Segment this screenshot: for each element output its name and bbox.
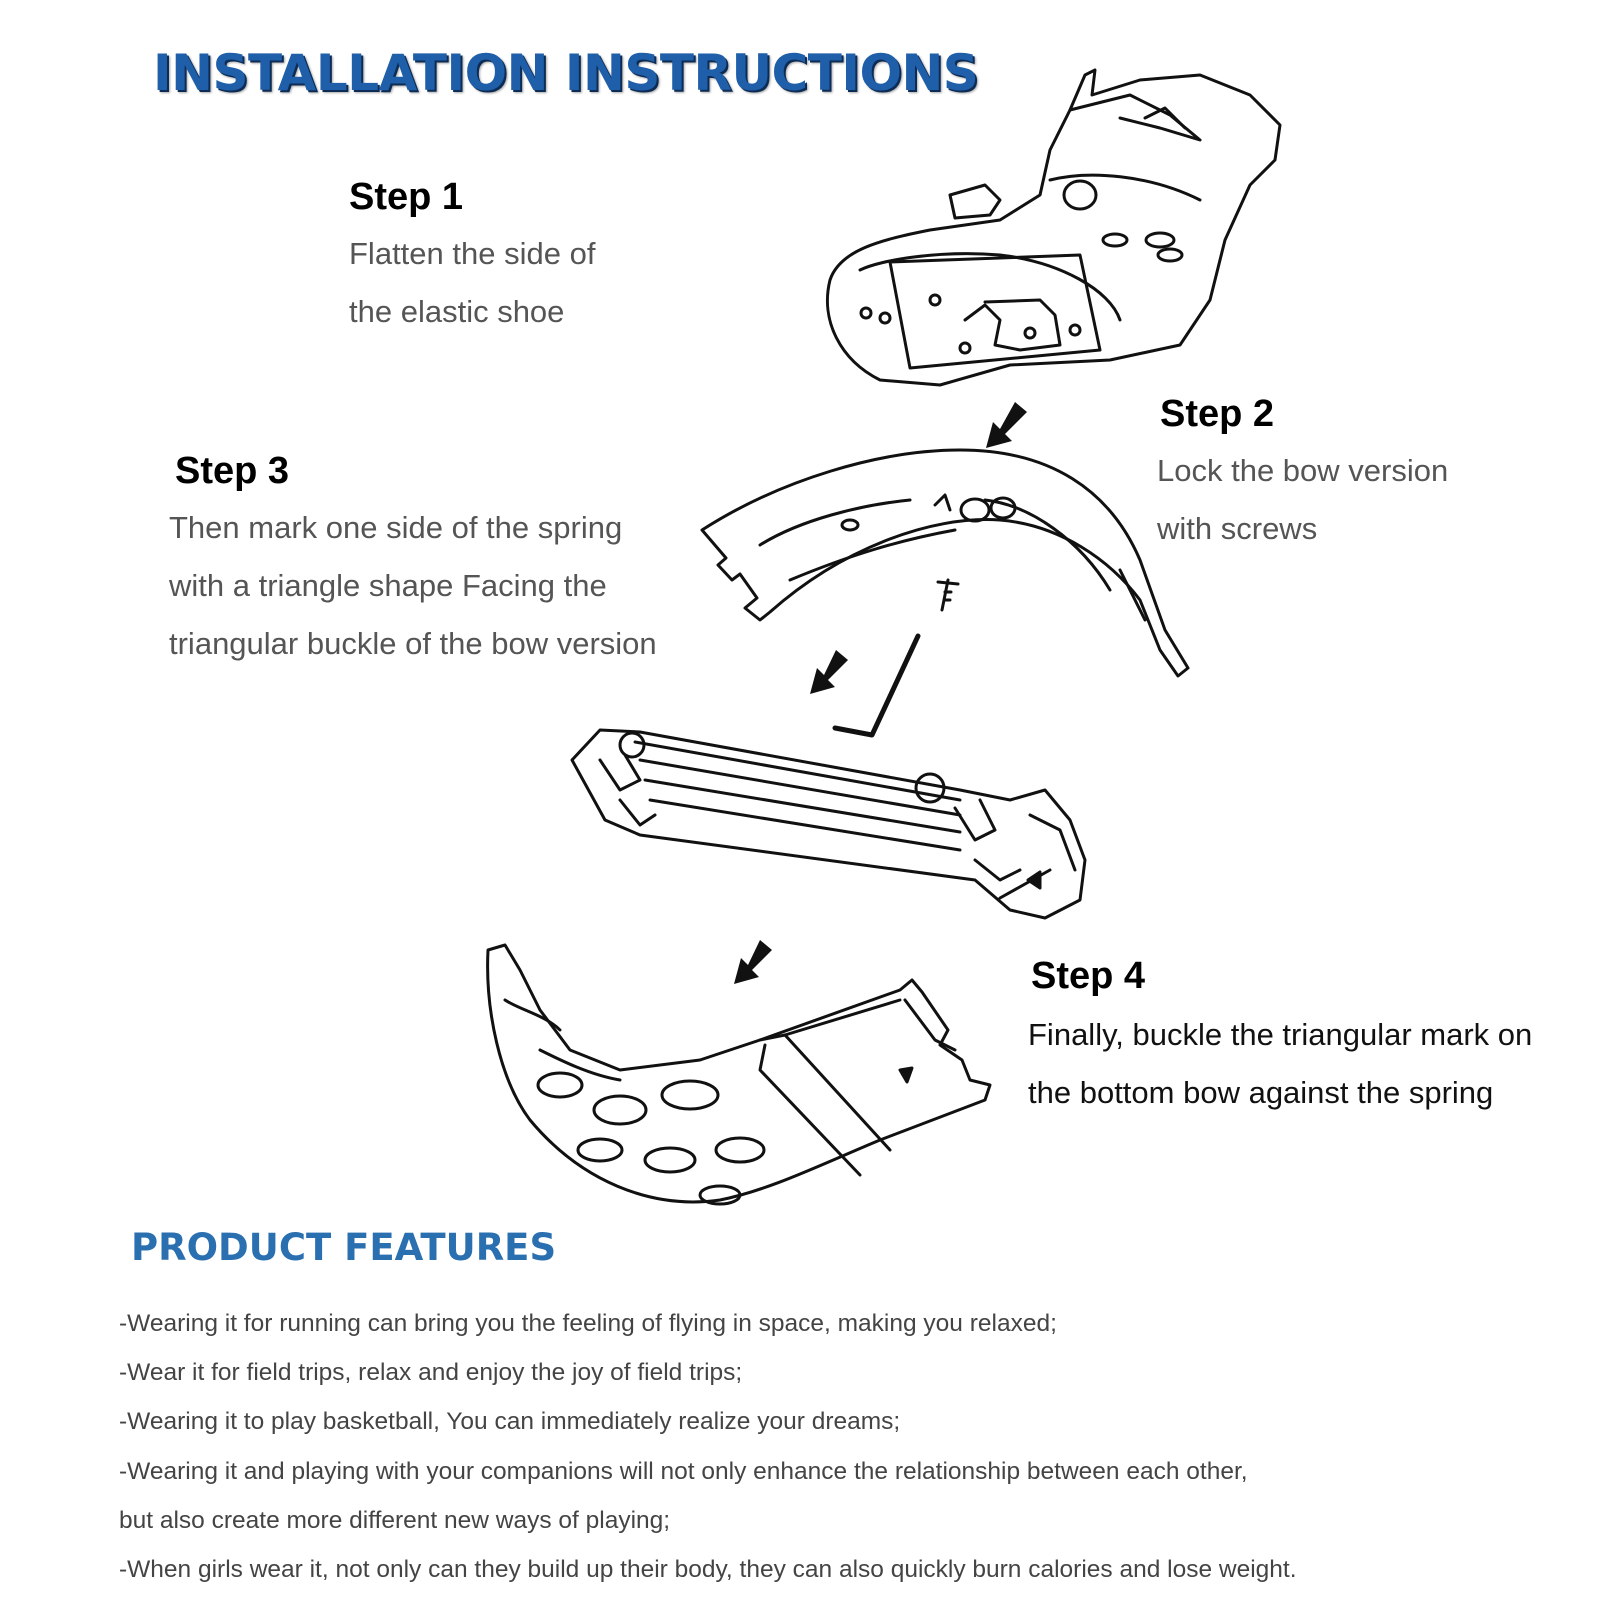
bottom-bow-illustration — [486, 943, 992, 1206]
step-2-line-1: Lock the bow version — [1157, 453, 1449, 488]
hex-key-icon — [832, 633, 921, 738]
step-2-title: Step 2 — [1160, 393, 1275, 435]
spring-illustration — [570, 728, 1087, 920]
step-2-line-2: with screws — [1157, 511, 1318, 546]
step-4: Step 4 Finally, buckle the triangular ma… — [1028, 955, 1533, 1122]
down-arrow-icon — [810, 650, 848, 694]
page-title: INSTALLATION INSTRUCTIONS — [153, 44, 979, 102]
upper-bow-illustration — [700, 448, 1190, 678]
step-1: Step 1 Flatten the side of the elastic s… — [349, 176, 595, 341]
step-2: Step 2 Lock the bow version with screws — [1157, 393, 1449, 558]
step-4-line-1: Finally, buckle the triangular mark on — [1028, 1017, 1533, 1052]
step-1-title: Step 1 — [349, 176, 464, 218]
step-3: Step 3 Then mark one side of the spring … — [169, 450, 657, 673]
shoe-illustration — [825, 68, 1282, 387]
step-4-line-2: the bottom bow against the spring — [1028, 1075, 1494, 1110]
step-3-line-1: Then mark one side of the spring — [169, 510, 623, 545]
down-arrow-icon — [986, 402, 1027, 448]
down-arrow-icon — [734, 940, 772, 984]
step-3-line-2: with a triangle shape Facing the — [169, 568, 607, 603]
feature-line-3: -Wearing it to play basketball, You can … — [119, 1408, 901, 1435]
feature-line-5: but also create more different new ways … — [119, 1507, 671, 1534]
screw-icon — [936, 578, 960, 612]
feature-line-6: -When girls wear it, not only can they b… — [119, 1556, 1297, 1583]
feature-line-4: -Wearing it and playing with your compan… — [119, 1458, 1248, 1485]
step-3-line-3: triangular buckle of the bow version — [169, 626, 657, 661]
feature-line-1: -Wearing it for running can bring you th… — [119, 1310, 1057, 1337]
feature-line-2: -Wear it for field trips, relax and enjo… — [119, 1359, 743, 1386]
step-4-title: Step 4 — [1031, 955, 1146, 997]
step-3-title: Step 3 — [175, 450, 290, 492]
features-title: PRODUCT FEATURES — [131, 1226, 557, 1269]
step-1-line-1: Flatten the side of — [349, 236, 596, 271]
step-1-line-2: the elastic shoe — [349, 294, 565, 329]
